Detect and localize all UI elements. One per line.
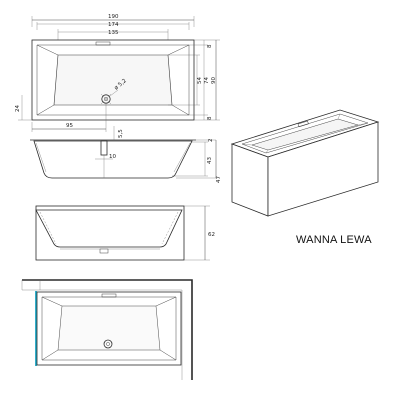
isometric-view: [230, 109, 380, 217]
dim-rim-bottom: 8: [207, 116, 213, 120]
dim-side-height: 47: [216, 176, 222, 183]
dim-drain-small: 5,5: [118, 129, 124, 138]
top-dimension-lines: [31, 16, 195, 40]
plan-drain-icon: [103, 339, 113, 349]
dim-overall-width: 90: [211, 77, 217, 84]
top-view-basin-floor: [53, 54, 173, 106]
wall-outline: [22, 279, 193, 380]
dim-drain-offset-x: 95: [66, 123, 73, 129]
dim-overall-length: 190: [108, 14, 119, 20]
installation-plan: [21, 279, 193, 380]
side-view-drain-pipe: [100, 140, 108, 156]
dim-side-depth: 43: [207, 157, 213, 164]
dim-drain-offset-y: 24: [15, 105, 21, 112]
front-view-inner-basin: [35, 209, 183, 248]
side-view-body: [33, 140, 193, 179]
plan-overflow: [101, 293, 117, 298]
dim-inner-width: 74: [204, 77, 210, 84]
dim-drain-pipe: 10: [109, 154, 116, 160]
dim-inner-length: 174: [108, 22, 119, 28]
dim-bottom-length: 135: [108, 30, 119, 36]
top-view: 190 174 135 ø 5,2 24: [15, 14, 220, 132]
front-view: 62: [35, 205, 215, 261]
iso-overflow: [297, 120, 309, 128]
iso-front-face: [231, 143, 269, 217]
side-view: 10 5,5 2 43 47: [30, 126, 222, 183]
top-view-overflow: [95, 41, 111, 46]
iso-side-face: [267, 121, 379, 217]
view-caption: WANNA LEWA: [296, 234, 372, 246]
dim-side-rim: 2: [208, 139, 214, 143]
dim-rim-top: 8: [207, 44, 213, 48]
top-right-dimension-lines: [168, 39, 220, 121]
plan-basin-floor: [57, 305, 161, 351]
dim-front-height: 62: [208, 232, 215, 238]
dim-bottom-width: 54: [197, 77, 203, 84]
